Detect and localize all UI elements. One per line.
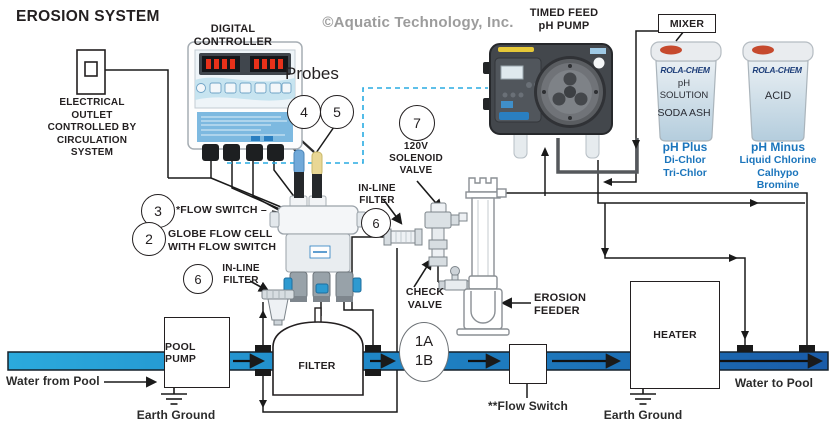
inline-filter-right-icon [383, 228, 423, 246]
check-valve-icon [428, 239, 448, 267]
solenoid-valve-label: 120V SOLENOID VALVE [389, 141, 443, 176]
digital-controller-label: DIGITAL CONTROLLER [193, 23, 273, 49]
callout-circle-2: 2 [132, 222, 166, 256]
callout-circle-6-left: 6 [183, 264, 213, 294]
digital-controller-device [187, 41, 303, 161]
flow-switch-label: **Flow Switch [488, 399, 568, 413]
pool-pump-label-2: PUMP [165, 352, 197, 365]
water-from-pool-label: Water from Pool [6, 374, 100, 388]
water-to-pool-label: Water to Pool [734, 376, 814, 390]
ph-pump-device [483, 43, 613, 159]
erosion-feeder-label: EROSION FEEDER [534, 292, 587, 318]
flow-direction-arrowheads [259, 140, 759, 408]
globe-flow-cell-label: GLOBE FLOW CELL WITH FLOW SWITCH [168, 228, 277, 253]
heater-label: HEATER [653, 329, 697, 341]
callout-circle-4: 4 [287, 95, 321, 129]
chemical-container-2 [742, 41, 814, 142]
callout-1b: 1B [414, 352, 434, 369]
earth-ground-label-heater: Earth Ground [603, 408, 683, 422]
probes-label: Probes [285, 64, 339, 83]
inline-filter-right-label: IN-LINE FILTER [358, 183, 396, 206]
watermark: ©Aquatic Technology, Inc. [322, 14, 514, 31]
flow-switch-callout-label: *FLOW SWITCH – [176, 204, 267, 216]
electrical-outlet-label: ELECTRICAL OUTLET CONTROLLED BY CIRCULAT… [47, 97, 137, 158]
inline-filter-left-icon [261, 289, 295, 326]
chemical-container-1 [650, 41, 722, 142]
container1-label: pH SOLUTION SODA ASH [657, 78, 711, 119]
erosion-feeder-device [456, 177, 510, 336]
callout-circle-5: 5 [320, 95, 354, 129]
mixer-label: MIXER [669, 17, 705, 30]
flow-switch-box [509, 344, 547, 384]
callout-circle-7: 7 [399, 105, 435, 141]
container2-brand: ROLA-CHEM [752, 65, 802, 75]
check-valve-callout-ellipse: 1A 1B [399, 322, 449, 382]
earth-ground-symbol-pump [161, 386, 187, 405]
callout-1a: 1A [414, 333, 434, 351]
pool-pump-label-1: POOL [165, 340, 196, 353]
inline-filter-left-label: IN-LINE FILTER [222, 263, 260, 286]
timed-feed-label: TIMED FEED pH PUMP [529, 7, 599, 33]
pool-pump-box: POOL PUMP [164, 317, 230, 388]
container1-caption: pH Plus Di-Chlor Tri-Chlor [662, 140, 708, 179]
mixer-box: MIXER [658, 14, 716, 33]
electrical-outlet-icon [76, 49, 106, 95]
earth-ground-label-pump: Earth Ground [136, 408, 216, 422]
earth-ground-symbol-heater [630, 387, 656, 405]
solenoid-valve-icon [424, 202, 468, 241]
container2-label: ACID [764, 90, 792, 102]
flow-cell-device [269, 149, 367, 302]
heater-box: HEATER [630, 281, 720, 389]
callout-circle-6-right: 6 [361, 208, 391, 238]
container2-caption: pH Minus Liquid Chlorine Calhypo Bromine [739, 140, 817, 191]
filter-label: FILTER [298, 360, 336, 372]
container1-brand: ROLA-CHEM [660, 65, 710, 75]
check-valve-label: CHECK VALVE [405, 286, 445, 311]
pipe-taps [255, 345, 815, 376]
filter-tank [272, 307, 364, 396]
page-title: EROSION SYSTEM [16, 8, 160, 25]
